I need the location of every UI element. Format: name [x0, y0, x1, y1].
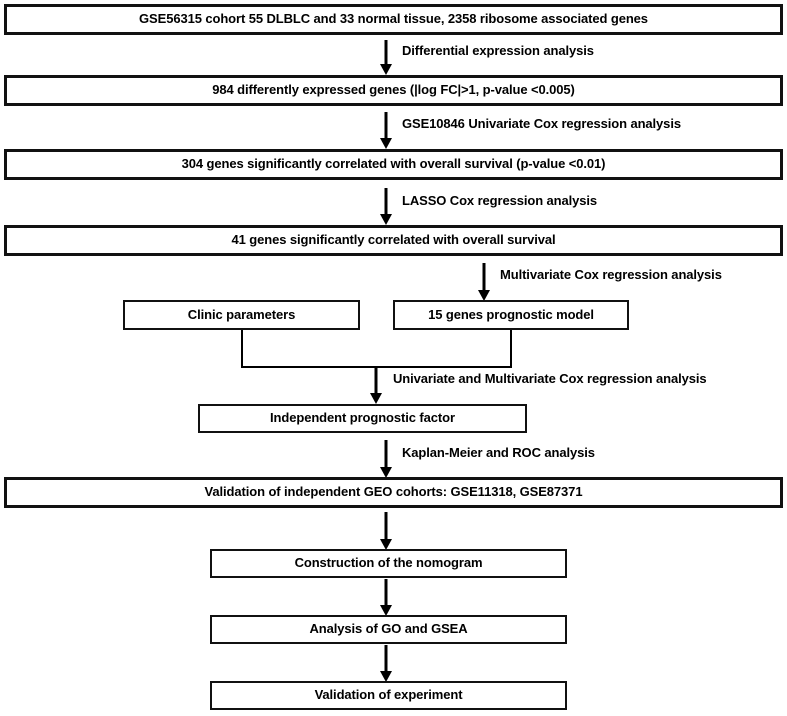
flow-node-gogsea-label: Analysis of GO and GSEA: [309, 621, 468, 637]
flow-node-indepfactor-label: Independent prognostic factor: [270, 410, 455, 426]
flow-edge-label-5: Univariate and Multivariate Cox regressi…: [393, 371, 707, 386]
flow-edge-label-2: GSE10846 Univariate Cox regression analy…: [402, 116, 681, 131]
flow-node-deg-label: 984 differently expressed genes (|log FC…: [212, 82, 575, 98]
flow-node-experiment-label: Validation of experiment: [314, 687, 463, 703]
flow-node-genes304: 304 genes significantly correlated with …: [4, 149, 783, 180]
flow-node-cohort: GSE56315 cohort 55 DLBLC and 33 normal t…: [4, 4, 783, 35]
flow-node-validation-label: Validation of independent GEO cohorts: G…: [204, 484, 583, 500]
flow-node-deg: 984 differently expressed genes (|log FC…: [4, 75, 783, 106]
flow-edge-label-6: Kaplan-Meier and ROC analysis: [402, 445, 595, 460]
flow-node-clinic-label: Clinic parameters: [187, 306, 296, 322]
flow-node-nomogram: Construction of the nomogram: [210, 549, 567, 578]
flow-edge-label-3: LASSO Cox regression analysis: [402, 193, 598, 208]
flow-node-experiment: Validation of experiment: [210, 681, 567, 710]
flow-edge-label-1: Differential expression analysis: [402, 43, 594, 58]
flow-edge-label-4: Multivariate Cox regression analysis: [500, 267, 722, 282]
flow-node-model15: 15 genes prognostic model: [393, 300, 629, 330]
flow-connector-clinic-down: [241, 330, 243, 368]
flow-node-genes41: 41 genes significantly correlated with o…: [4, 225, 783, 256]
flow-node-gogsea: Analysis of GO and GSEA: [210, 615, 567, 644]
flow-node-genes41-label: 41 genes significantly correlated with o…: [231, 232, 556, 248]
flow-connector-model15-down: [510, 330, 512, 368]
flow-node-cohort-label: GSE56315 cohort 55 DLBLC and 33 normal t…: [139, 11, 648, 27]
flow-node-validation: Validation of independent GEO cohorts: G…: [4, 477, 783, 508]
flow-node-nomogram-label: Construction of the nomogram: [294, 555, 483, 571]
flow-node-model15-label: 15 genes prognostic model: [428, 306, 594, 322]
flow-node-genes304-label: 304 genes significantly correlated with …: [181, 156, 606, 172]
flow-node-clinic: Clinic parameters: [123, 300, 360, 330]
flow-node-indepfactor: Independent prognostic factor: [198, 404, 527, 433]
